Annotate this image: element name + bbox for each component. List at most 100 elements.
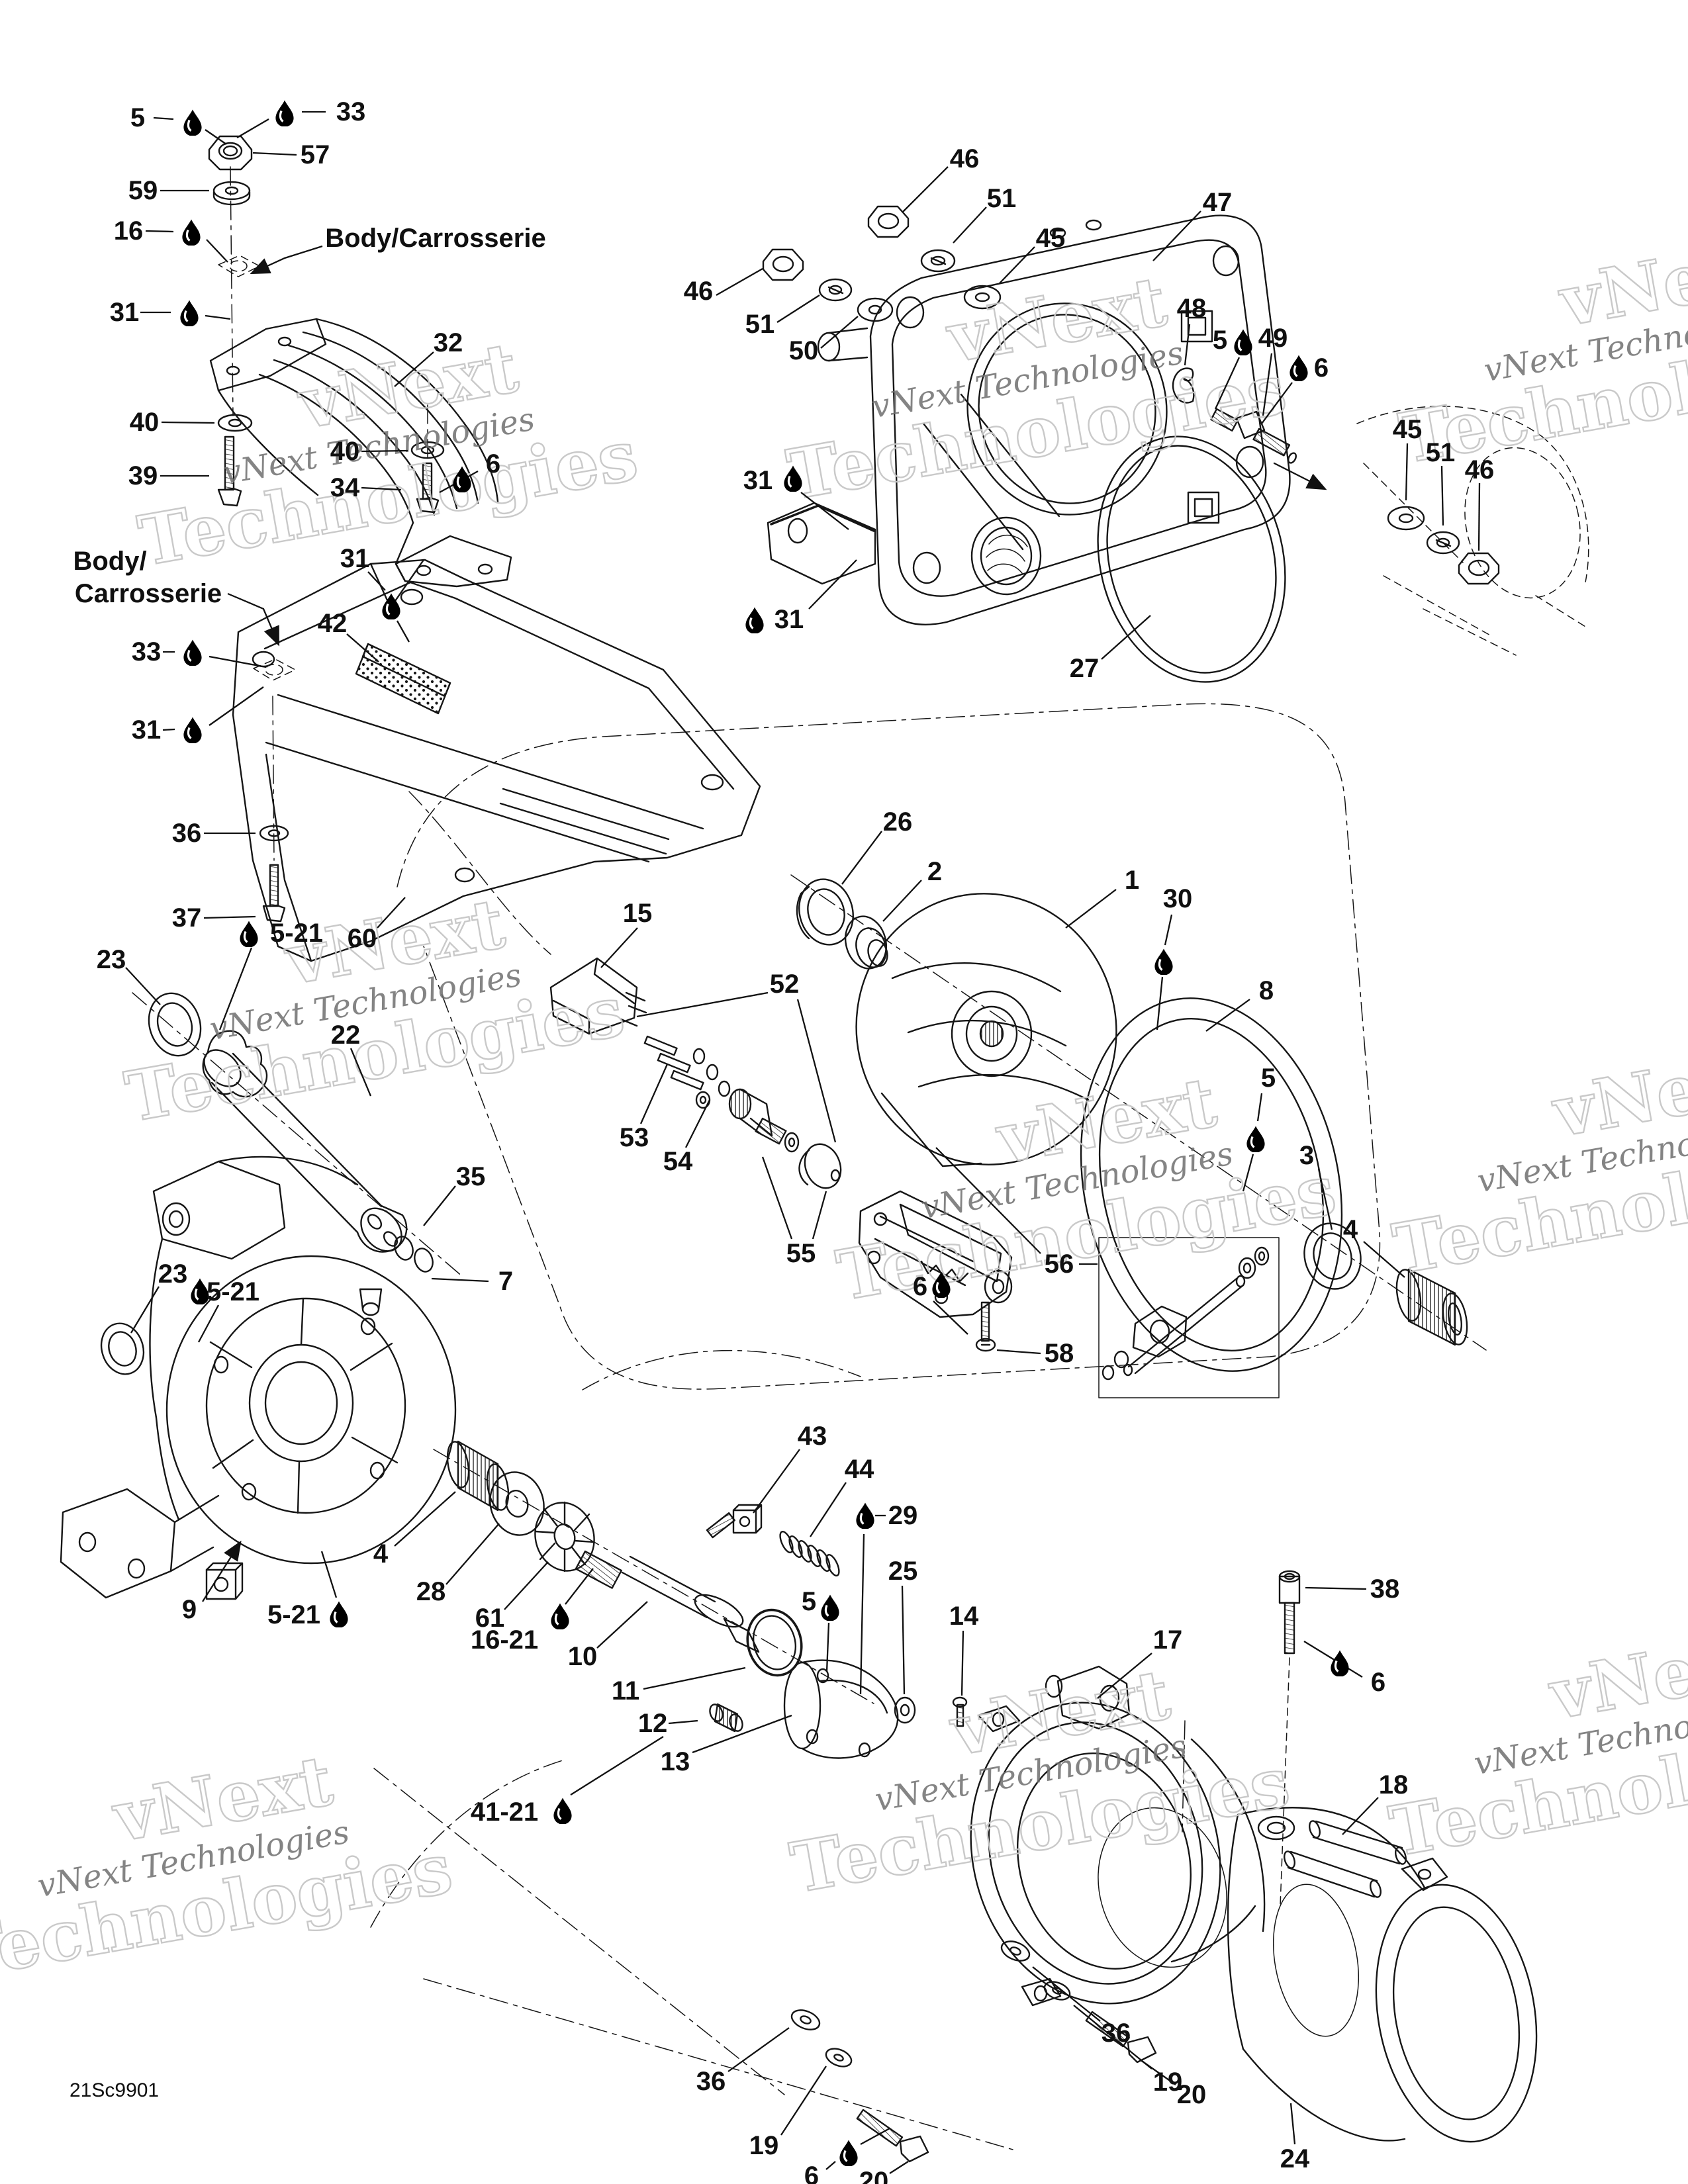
- callout-17: 17: [1097, 1625, 1182, 1699]
- callout-10: 10: [568, 1601, 648, 1671]
- callout-42: 42: [318, 609, 379, 662]
- svg-text:26: 26: [883, 807, 913, 837]
- callout-33: 33: [132, 637, 267, 668]
- svg-text:22: 22: [331, 1021, 361, 1050]
- svg-text:46: 46: [684, 277, 714, 306]
- lock-washer-48: [1172, 367, 1195, 404]
- construction-lines: [132, 166, 1487, 2150]
- svg-text:48: 48: [1177, 294, 1207, 323]
- callout-39: 39: [128, 461, 209, 490]
- oil-droplet-icon: [329, 1600, 349, 1627]
- washer-45-right: [1387, 506, 1425, 531]
- callout-26: 26: [841, 807, 913, 885]
- drive-shaft-group: [100, 992, 434, 1375]
- svg-text:6: 6: [1314, 353, 1329, 383]
- nut-46-top: [867, 205, 910, 238]
- svg-text:1: 1: [1125, 866, 1139, 895]
- svg-text:16: 16: [114, 216, 144, 246]
- svg-text:13: 13: [661, 1747, 690, 1776]
- callout-5-21: 5-21: [267, 1551, 349, 1629]
- lock-washer-51-top: [920, 249, 956, 273]
- cone-13: [783, 1659, 899, 1759]
- oil-droplet-icon: [1289, 353, 1309, 381]
- svg-text:39: 39: [128, 461, 158, 490]
- square-nut-9: [205, 1562, 244, 1600]
- svg-text:5: 5: [130, 103, 145, 132]
- callout-5-21: 5-21: [190, 1277, 259, 1343]
- callout-6: 6: [439, 449, 500, 494]
- callout-38: 38: [1305, 1574, 1399, 1604]
- callout-45: 45: [1393, 415, 1423, 501]
- clevis-bolt-43: [706, 1504, 763, 1539]
- pump-housing-7: [60, 1156, 457, 1599]
- callout-46: 46: [1465, 455, 1494, 551]
- oil-droplet-icon: [839, 2138, 859, 2166]
- washer-40b: [410, 441, 445, 459]
- svg-text:5: 5: [1213, 326, 1227, 355]
- seal-23a: [148, 992, 202, 1057]
- callout-40: 40: [130, 408, 215, 437]
- svg-text:40: 40: [130, 408, 160, 437]
- svg-text:52: 52: [770, 970, 800, 999]
- callout-31: 31: [110, 298, 231, 327]
- svg-text:40: 40: [330, 437, 360, 466]
- svg-text:6: 6: [1371, 1668, 1385, 1697]
- bolt-34: [416, 462, 440, 514]
- callout-56: 56: [935, 1147, 1098, 1279]
- ride-plate-60: [232, 559, 761, 962]
- callout-46: 46: [684, 268, 763, 306]
- callout-16: 16: [114, 216, 228, 263]
- callout-6: 6: [1303, 1641, 1385, 1697]
- oil-droplet-icon: [1330, 1649, 1350, 1676]
- pump-support-47: [767, 214, 1291, 625]
- svg-text:56: 56: [1045, 1250, 1074, 1279]
- seal-26: [796, 878, 854, 946]
- lock-washer-51-right: [1426, 531, 1460, 555]
- callout-61: 61: [475, 1561, 549, 1633]
- hull-patch-16: [218, 255, 260, 277]
- svg-text:14: 14: [949, 1602, 979, 1631]
- svg-text:49: 49: [1258, 324, 1288, 353]
- svg-text:30: 30: [1163, 884, 1193, 913]
- screw-14: [952, 1696, 968, 1727]
- svg-text:58: 58: [1045, 1339, 1074, 1368]
- needle-bearing-4l: [446, 1440, 510, 1512]
- oil-droplet-icon: [745, 606, 765, 633]
- svg-text:33: 33: [336, 97, 366, 126]
- callout-8: 8: [1205, 976, 1274, 1032]
- callout-46: 46: [902, 144, 979, 212]
- callout-5: 5: [1213, 326, 1253, 410]
- callout-35: 35: [423, 1162, 485, 1226]
- pump-support-group: [762, 205, 1589, 683]
- oil-droplet-icon: [239, 919, 259, 947]
- svg-text:16-21: 16-21: [471, 1625, 538, 1655]
- callout-22: 22: [331, 1021, 372, 1097]
- svg-text:9: 9: [182, 1595, 197, 1624]
- callout-36: 36: [696, 2027, 790, 2096]
- callout-36: 36: [1032, 1966, 1131, 2048]
- svg-text:31: 31: [110, 298, 140, 327]
- seal-3: [1303, 1222, 1362, 1290]
- svg-text:31: 31: [774, 605, 804, 634]
- washer-28: [489, 1471, 545, 1536]
- svg-text:38: 38: [1370, 1574, 1400, 1604]
- callout-14: 14: [949, 1602, 979, 1696]
- bolt-20a: [856, 2109, 929, 2163]
- svg-text:15: 15: [623, 899, 653, 928]
- svg-text:5-21: 5-21: [207, 1277, 259, 1306]
- callout-15: 15: [600, 899, 653, 968]
- svg-text:27: 27: [1070, 654, 1100, 683]
- callout-54: 54: [663, 1099, 711, 1176]
- svg-text:31: 31: [132, 715, 162, 745]
- venturi-24: [1227, 1807, 1538, 2143]
- wiring-group: [549, 957, 1280, 1398]
- svg-text:59: 59: [128, 176, 158, 205]
- svg-text:24: 24: [1280, 2144, 1310, 2173]
- svg-text:45: 45: [1393, 415, 1423, 444]
- svg-text:44: 44: [845, 1455, 874, 1484]
- callout-52: 52: [636, 970, 837, 1143]
- pump-housing-group: [60, 1156, 968, 1759]
